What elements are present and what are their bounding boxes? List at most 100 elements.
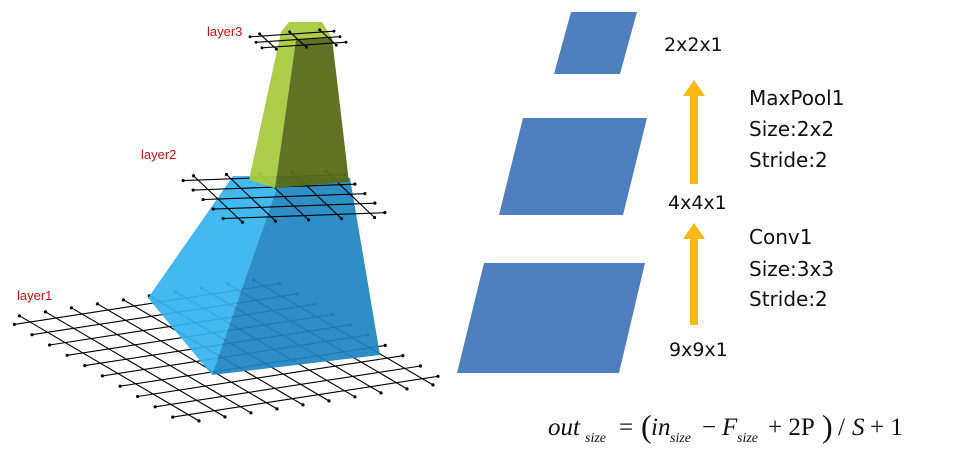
size-label-bottom: 9x9x1 — [669, 339, 728, 361]
feature-map-9x9x1 — [457, 263, 645, 373]
grid-line — [172, 375, 439, 418]
grid-dot — [373, 201, 377, 205]
grid-dot — [240, 220, 245, 224]
grid-dot — [83, 364, 87, 368]
pool-size: Size:2x2 — [749, 117, 834, 141]
grid-dot — [17, 314, 22, 318]
formula-plus-one: + 1 — [870, 414, 903, 441]
grid-dot — [353, 182, 357, 186]
conv-name: Conv1 — [749, 225, 812, 249]
grid-dot — [258, 32, 261, 36]
formula-minus: − — [702, 414, 716, 441]
grid-dot — [249, 411, 253, 415]
grid-dot — [100, 374, 104, 378]
grid-dot — [353, 395, 357, 399]
layer1-to-layer2-frustum-right — [212, 176, 380, 375]
grid-dot — [211, 207, 215, 211]
grid-dot — [223, 415, 227, 419]
formula-f-sub: size — [737, 431, 758, 446]
grid-dot — [363, 192, 367, 196]
grid-dot — [95, 302, 100, 306]
feature-map-2x2x1 — [554, 12, 637, 74]
formula-equals: = — [619, 414, 633, 441]
grid-dot — [118, 384, 122, 388]
grid-dot — [372, 215, 377, 220]
conv-size: Size:3x3 — [749, 257, 834, 281]
grid-line — [71, 307, 252, 414]
grid-dot — [171, 415, 175, 419]
grid-dot — [254, 40, 258, 44]
grid-dot — [201, 197, 205, 202]
grid-dot — [401, 354, 405, 358]
grid-dot — [418, 364, 422, 368]
layer3-label: layer3 — [207, 24, 242, 39]
grid-dot — [405, 387, 409, 391]
grid-dot — [48, 343, 52, 347]
grid-dot — [344, 40, 348, 44]
formula-s: S — [852, 414, 865, 441]
grid-dot — [12, 322, 16, 326]
pool-name: MaxPool1 — [749, 86, 844, 110]
grid-dot — [43, 310, 48, 314]
output-size-formula: out size = ( in size − F size + 2P ) / S… — [548, 408, 903, 446]
grid-dot — [69, 306, 74, 310]
grid-line — [19, 315, 200, 422]
grid-dot — [248, 35, 252, 39]
formula-rparen: ) — [822, 408, 833, 444]
maxpool-arrow — [683, 80, 705, 184]
grid-dot — [275, 407, 279, 411]
grid-dot — [288, 30, 291, 34]
grid-dot — [379, 391, 383, 395]
layer2-label: layer2 — [141, 147, 176, 162]
grid-dot — [301, 403, 305, 407]
feature-map-schematic: 2x2x1 4x4x1 9x9x1 MaxPool1 Size:2x2 Stri… — [457, 12, 844, 373]
grid-dot — [383, 343, 387, 347]
grid-dot — [221, 216, 225, 221]
layer2-to-layer3-frustum-front — [249, 32, 296, 188]
size-label-middle: 4x4x1 — [668, 192, 727, 214]
layer1-label: layer1 — [17, 288, 52, 303]
grid-dot — [339, 217, 344, 221]
grid-dot — [332, 29, 336, 33]
grid-dot — [224, 172, 229, 177]
grid-dot — [121, 298, 126, 302]
grid-dot — [275, 47, 278, 51]
grid-line — [261, 41, 347, 49]
conv-stride: Stride:2 — [749, 287, 828, 311]
grid-dot — [436, 374, 440, 378]
conv-arrow — [683, 223, 705, 325]
layer2-to-layer3-frustum-right — [275, 38, 349, 188]
pool-stride: Stride:2 — [749, 148, 828, 172]
grid-line — [97, 303, 278, 410]
layer1-to-layer2-frustum-front — [148, 176, 281, 375]
formula-in-sub: size — [670, 431, 691, 446]
feature-map-4x4x1 — [499, 118, 647, 215]
receptive-field-illustration: layer1 layer2 layer3 — [12, 22, 440, 423]
formula-f: F — [721, 414, 738, 441]
grid-dot — [65, 353, 69, 357]
grid-dot — [335, 43, 338, 47]
grid-line — [45, 311, 226, 418]
grid-dot — [260, 46, 264, 50]
formula-lparen: ( — [641, 408, 652, 444]
formula-divide: / — [838, 414, 845, 441]
grid-line — [319, 29, 337, 46]
grid-line — [155, 365, 421, 408]
grid-dot — [306, 218, 311, 222]
grid-dot — [338, 35, 342, 39]
formula-out: out — [548, 414, 581, 441]
grid-line — [223, 212, 385, 220]
formula-in: in — [651, 414, 670, 441]
formula-plus-2p: + 2P — [768, 414, 815, 441]
grid-line — [213, 202, 375, 210]
grid-dot — [153, 405, 157, 409]
layer3-grid — [248, 28, 348, 51]
grid-dot — [30, 333, 34, 337]
grid-dot — [191, 174, 196, 178]
formula-out-sub: size — [585, 431, 606, 446]
grid-dot — [197, 419, 201, 423]
size-label-top: 2x2x1 — [664, 34, 723, 56]
grid-line — [137, 355, 403, 398]
grid-dot — [191, 188, 195, 192]
